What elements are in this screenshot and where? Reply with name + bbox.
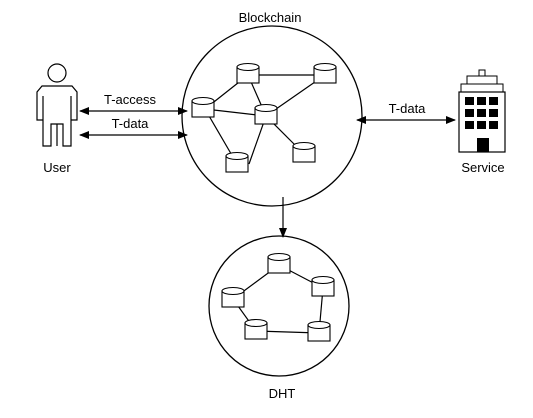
user-label: User <box>43 160 71 175</box>
database-icon <box>267 252 291 274</box>
building-icon <box>458 69 506 153</box>
database-icon <box>292 141 316 163</box>
person-icon <box>36 63 78 147</box>
database-icon <box>244 318 268 340</box>
database-icon <box>313 62 337 84</box>
database-icon <box>225 151 249 173</box>
database-icon <box>254 103 278 125</box>
database-icon <box>307 320 331 342</box>
service-label: Service <box>461 160 504 175</box>
blockchain-title: Blockchain <box>239 10 302 25</box>
user-t-data-label: T-data <box>112 116 150 131</box>
t-access-label: T-access <box>104 92 157 107</box>
database-icon <box>311 275 335 297</box>
dht-title: DHT <box>269 386 296 401</box>
database-icon <box>221 286 245 308</box>
database-icon <box>236 62 260 84</box>
dht-network-ring <box>208 235 350 377</box>
service-t-data-label: T-data <box>389 101 427 116</box>
database-icon <box>191 96 215 118</box>
